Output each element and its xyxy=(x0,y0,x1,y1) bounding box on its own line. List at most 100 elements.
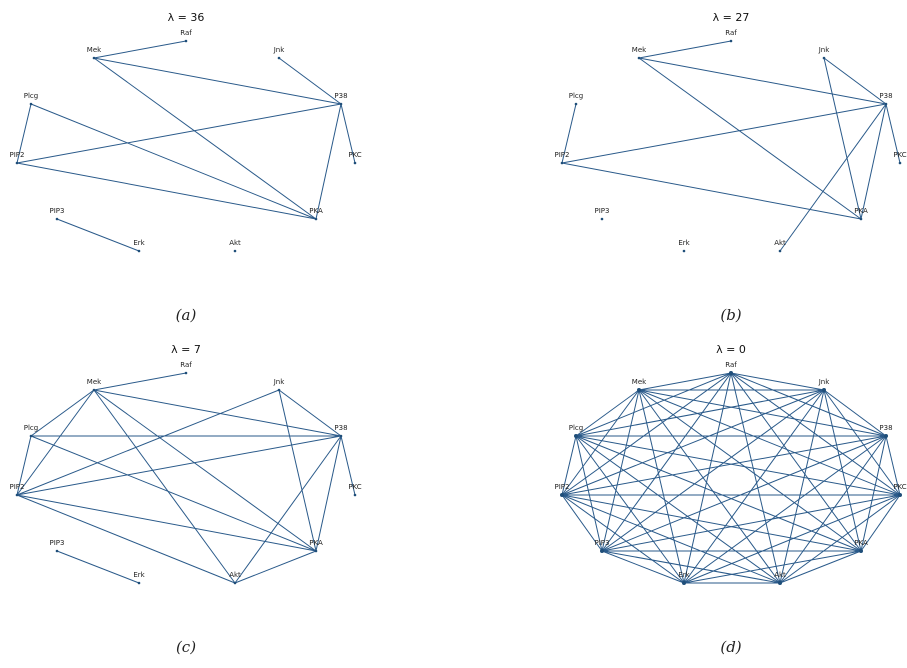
edge-p38-pkc xyxy=(885,103,901,164)
node-label-pip3: PIP3 xyxy=(50,539,65,547)
panel-title: λ = 27 xyxy=(712,11,750,24)
node-label-mek: Mek xyxy=(87,46,102,54)
node-akt xyxy=(233,581,237,585)
panel-caption: (b) xyxy=(720,306,742,324)
node-label-akt: Akt xyxy=(774,239,786,247)
edge-pip2-pip3 xyxy=(561,494,603,552)
edge-plcg-pip2 xyxy=(561,103,577,164)
node-erk xyxy=(137,581,141,585)
node-label-pkc: PKC xyxy=(893,151,906,159)
node-label-p38: P38 xyxy=(334,92,347,100)
node-label-pkc: PKC xyxy=(348,483,361,491)
node-pip3 xyxy=(600,549,604,553)
node-mek xyxy=(637,56,641,60)
node-label-pip2: PIP2 xyxy=(555,151,570,159)
node-plcg xyxy=(574,434,578,438)
node-label-pkc: PKC xyxy=(893,483,906,491)
edge-p38-akt xyxy=(779,435,887,584)
node-label-raf: Raf xyxy=(725,29,737,37)
edge-pip2-akt xyxy=(16,494,236,584)
node-label-erk: Erk xyxy=(678,571,690,579)
edge-raf-pkc xyxy=(730,372,901,496)
node-raf xyxy=(184,39,188,43)
edge-pka-akt xyxy=(779,550,862,584)
edge-plcg-akt xyxy=(575,435,781,584)
node-label-mek: Mek xyxy=(632,378,647,386)
edge-jnk-pka xyxy=(278,389,317,552)
node-pip2 xyxy=(15,493,19,497)
node-pip3 xyxy=(55,549,59,553)
node-raf xyxy=(184,371,188,375)
node-pkc xyxy=(353,493,357,497)
node-label-akt: Akt xyxy=(774,571,786,579)
edge-mek-pkc xyxy=(638,389,901,496)
edge-mek-pka xyxy=(93,389,317,552)
node-label-pip2: PIP2 xyxy=(10,151,25,159)
edge-jnk-pip2 xyxy=(561,389,825,496)
node-pkc xyxy=(898,161,902,165)
edge-raf-akt xyxy=(730,372,781,584)
node-erk xyxy=(137,249,141,253)
node-label-p38: P38 xyxy=(334,424,347,432)
edge-plcg-pka xyxy=(30,435,317,552)
node-plcg xyxy=(574,102,578,106)
node-mek xyxy=(92,388,96,392)
node-label-raf: Raf xyxy=(180,361,192,369)
node-label-pip3: PIP3 xyxy=(595,207,610,215)
edge-pip2-p38 xyxy=(16,103,342,164)
node-label-pip3: PIP3 xyxy=(50,207,65,215)
edge-mek-plcg xyxy=(30,389,95,437)
node-p38 xyxy=(339,434,343,438)
panel-caption: (d) xyxy=(720,638,742,656)
edge-plcg-pip2 xyxy=(16,435,32,496)
node-label-erk: Erk xyxy=(133,239,145,247)
node-p38 xyxy=(884,102,888,106)
node-pka xyxy=(314,217,318,221)
edge-plcg-pka xyxy=(30,103,317,220)
node-label-pip2: PIP2 xyxy=(555,483,570,491)
edge-pip2-pka xyxy=(16,162,317,220)
edge-jnk-pka xyxy=(823,389,862,552)
node-pip2 xyxy=(560,493,564,497)
node-label-pip3: PIP3 xyxy=(595,539,610,547)
edge-jnk-pkc xyxy=(823,389,901,496)
node-label-plcg: Plcg xyxy=(24,92,38,100)
node-label-p38: P38 xyxy=(879,92,892,100)
panel-caption: (a) xyxy=(175,306,197,324)
edge-jnk-p38 xyxy=(823,57,887,105)
node-label-erk: Erk xyxy=(133,571,145,579)
node-plcg xyxy=(29,102,33,106)
node-pka xyxy=(859,549,863,553)
edge-raf-mek xyxy=(638,372,732,391)
node-pip2 xyxy=(560,161,564,165)
edge-mek-raf xyxy=(93,372,187,391)
node-label-mek: Mek xyxy=(87,378,102,386)
edge-jnk-plcg xyxy=(575,389,825,437)
node-label-pkc: PKC xyxy=(348,151,361,159)
edge-jnk-pka xyxy=(823,57,862,220)
edge-jnk-pip2 xyxy=(16,389,280,496)
panel-title: λ = 0 xyxy=(716,343,746,356)
node-pip3 xyxy=(600,217,604,221)
edge-mek-akt xyxy=(93,389,236,584)
edge-mek-raf xyxy=(93,40,187,59)
node-label-plcg: Plcg xyxy=(569,424,583,432)
node-raf xyxy=(729,39,733,43)
edge-p38-pkc xyxy=(340,435,356,496)
edge-pip3-akt xyxy=(601,550,781,584)
edge-pkc-erk xyxy=(683,494,901,584)
node-pka xyxy=(314,549,318,553)
edge-pka-erk xyxy=(683,550,862,584)
node-akt xyxy=(778,581,782,585)
edge-jnk-p38 xyxy=(823,389,887,437)
node-jnk xyxy=(277,388,281,392)
node-label-p38: P38 xyxy=(879,424,892,432)
edge-pip2-pka xyxy=(16,494,317,552)
edge-mek-pka xyxy=(638,57,862,220)
edge-pip3-erk xyxy=(56,218,140,252)
node-label-pka: PKA xyxy=(309,539,323,547)
